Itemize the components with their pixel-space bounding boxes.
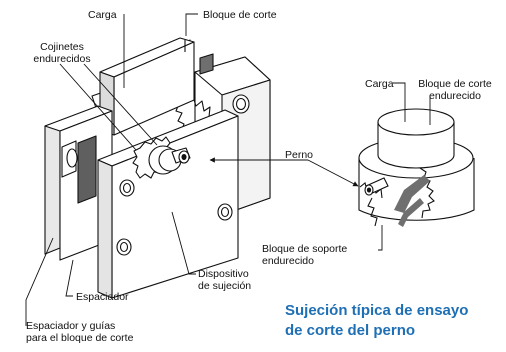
detail-drawing xyxy=(358,108,475,227)
label-espaciador-y-guias: Espaciador y guías para el bloque de cor… xyxy=(26,320,133,344)
shear-block xyxy=(91,37,195,136)
label-espaciador-guias-line1: Espaciador y guías xyxy=(26,320,116,332)
label-bloque-corte-endurecido-line1: Bloque de corte xyxy=(418,78,492,90)
figure-caption: Sujeción típica de ensayo de corte del p… xyxy=(285,301,506,341)
label-carga-detail: Carga xyxy=(365,78,394,90)
hardened-shear-block xyxy=(377,108,455,169)
label-bloque-de-corte: Bloque de corte xyxy=(203,9,277,21)
label-cojinetes-endurecidos: Cojinetes endurecidos xyxy=(14,41,110,65)
label-espaciador: Espaciador xyxy=(76,291,129,303)
label-cojinetes-line1: Cojinetes xyxy=(40,41,84,53)
label-espaciador-guias-line2: para el bloque de corte xyxy=(26,332,134,344)
label-cojinetes-line2: endurecidos xyxy=(33,53,91,65)
label-bloque-corte-endurecido: Bloque de corte endurecido xyxy=(407,78,503,102)
label-bloque-corte-endurecido-line2: endurecido xyxy=(429,90,481,102)
label-dispositivo-line1: Dispositivo xyxy=(198,268,249,280)
label-bloque-soporte-line2: endurecido xyxy=(262,255,314,267)
label-perno: Perno xyxy=(285,149,314,161)
label-dispositivo-line2: de sujeción xyxy=(198,280,252,292)
caption-line2: de corte del perno xyxy=(285,322,416,339)
bolt-cut xyxy=(359,167,435,227)
leader-lines xyxy=(25,13,431,326)
bushing-and-bolt xyxy=(132,136,191,179)
shear-fixture-drawing xyxy=(44,37,271,299)
label-carga: Carga xyxy=(88,9,117,21)
label-bloque-soporte-line1: Bloque de soporte xyxy=(262,243,348,255)
caption-line1: Sujeción típica de ensayo xyxy=(285,302,469,319)
label-bloque-de-soporte: Bloque de soporte endurecido xyxy=(262,243,347,267)
label-dispositivo-de-sujecion: Dispositivo de sujeción xyxy=(198,268,251,292)
